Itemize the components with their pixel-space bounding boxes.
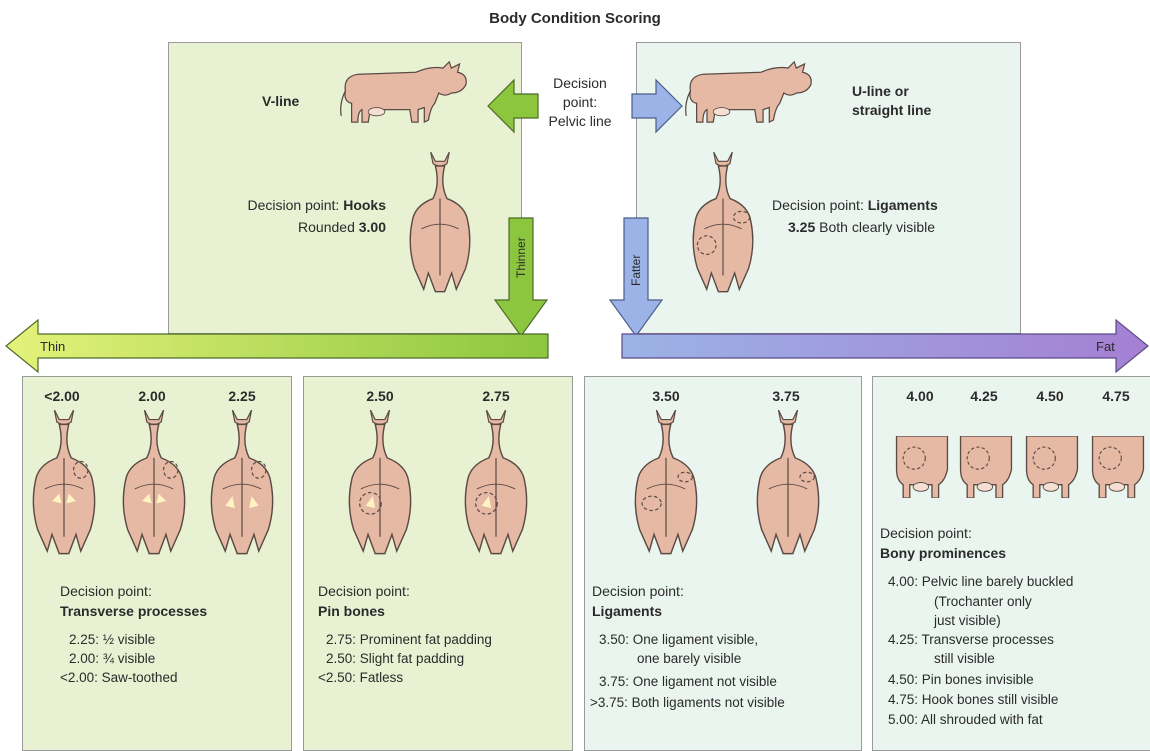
pelvic-line-1: Decision bbox=[530, 74, 630, 93]
decision-point: Bony prominences bbox=[880, 544, 1006, 563]
ligaments-decision-prefix: Decision point: bbox=[772, 197, 868, 213]
blue-right-arrow bbox=[630, 78, 684, 134]
decision-label: Decision point: bbox=[592, 582, 684, 601]
score-label: <2.00 bbox=[32, 388, 92, 404]
hooks-result-bold: 3.00 bbox=[359, 219, 386, 235]
score-label: 3.75 bbox=[756, 388, 816, 404]
list-item: <2.50: Fatless bbox=[318, 668, 403, 687]
score-label: 3.50 bbox=[636, 388, 696, 404]
v-line-label: V-line bbox=[262, 92, 299, 111]
cow-back-figure bbox=[28, 410, 100, 556]
cow-side-right bbox=[680, 48, 815, 138]
list-item: 4.75: Hook bones still visible bbox=[888, 690, 1058, 709]
list-item: 2.00: ¾ visible bbox=[69, 649, 155, 668]
pelvic-decision: Decision point: Pelvic line bbox=[530, 74, 630, 131]
list-item: 3.75: One ligament not visible bbox=[599, 672, 777, 691]
cow-back-figure bbox=[344, 410, 416, 556]
cow-back-figure bbox=[752, 410, 824, 556]
score-label: 2.25 bbox=[212, 388, 272, 404]
decision-label: Decision point: bbox=[318, 582, 410, 601]
score-label: 4.75 bbox=[1086, 388, 1146, 404]
cow-back-ligaments bbox=[688, 152, 758, 294]
hooks-result-text: Rounded bbox=[298, 219, 359, 235]
ligaments-decision: Decision point: Ligaments bbox=[772, 196, 938, 215]
list-item: one barely visible bbox=[637, 649, 741, 668]
hooks-decision-prefix: Decision point: bbox=[247, 197, 343, 213]
ligaments-result-text: Both clearly visible bbox=[815, 219, 935, 235]
hooks-result: Rounded 3.00 bbox=[150, 218, 386, 237]
fatter-label: Fatter bbox=[629, 255, 643, 286]
decision-point: Transverse processes bbox=[60, 602, 207, 621]
cow-back-figure bbox=[206, 410, 278, 556]
cow-back-figure bbox=[118, 410, 190, 556]
ligaments-result: 3.25 Both clearly visible bbox=[788, 218, 935, 237]
ligaments-decision-bold: Ligaments bbox=[868, 197, 938, 213]
pelvic-line-2: point: bbox=[530, 93, 630, 112]
fat-scale-arrow: Fat bbox=[620, 318, 1150, 374]
list-item: 5.00: All shrouded with fat bbox=[888, 710, 1043, 729]
list-item: 2.25: ½ visible bbox=[69, 630, 155, 649]
decision-point: Ligaments bbox=[592, 602, 662, 621]
list-item: >3.75: Both ligaments not visible bbox=[590, 693, 785, 712]
score-label: 4.00 bbox=[890, 388, 950, 404]
u-line-label: U-line or straight line bbox=[852, 82, 931, 120]
thin-scale-arrow: Thin bbox=[4, 318, 552, 374]
list-item: 3.50: One ligament visible, bbox=[599, 630, 758, 649]
score-label: 2.50 bbox=[350, 388, 410, 404]
list-item: 2.75: Prominent fat padding bbox=[326, 630, 492, 649]
decision-label: Decision point: bbox=[60, 582, 152, 601]
u-line-label-2: straight line bbox=[852, 101, 931, 120]
thinner-label: Thinner bbox=[514, 237, 528, 278]
score-label: 4.50 bbox=[1020, 388, 1080, 404]
list-item: 2.50: Slight fat padding bbox=[326, 649, 464, 668]
list-item: just visible) bbox=[934, 611, 1001, 630]
decision-point: Pin bones bbox=[318, 602, 385, 621]
list-item: 4.00: Pelvic line barely buckled bbox=[888, 572, 1073, 591]
pelvic-line-3: Pelvic line bbox=[530, 112, 630, 131]
thin-label: Thin bbox=[40, 339, 65, 354]
cow-rump-figure bbox=[1090, 436, 1146, 498]
fat-label: Fat bbox=[1096, 339, 1115, 354]
list-item: 4.50: Pin bones invisible bbox=[888, 670, 1034, 689]
list-item: 4.25: Transverse processes bbox=[888, 630, 1054, 649]
cow-back-figure bbox=[460, 410, 532, 556]
list-item: <2.00: Saw-toothed bbox=[60, 668, 177, 687]
hooks-decision: Decision point: Hooks bbox=[150, 196, 386, 215]
score-label: 2.75 bbox=[466, 388, 526, 404]
green-left-arrow bbox=[486, 78, 540, 134]
hooks-decision-bold: Hooks bbox=[343, 197, 386, 213]
cow-back-hooks bbox=[405, 152, 475, 294]
score-label: 2.00 bbox=[122, 388, 182, 404]
list-item: (Trochanter only bbox=[934, 592, 1032, 611]
u-line-label-1: U-line or bbox=[852, 82, 931, 101]
cow-rump-figure bbox=[894, 436, 950, 498]
cow-rump-figure bbox=[958, 436, 1014, 498]
score-label: 4.25 bbox=[954, 388, 1014, 404]
page-title: Body Condition Scoring bbox=[0, 10, 1150, 27]
decision-label: Decision point: bbox=[880, 524, 972, 543]
cow-back-figure bbox=[630, 410, 702, 556]
cow-side-left bbox=[335, 48, 470, 138]
cow-rump-figure bbox=[1024, 436, 1080, 498]
ligaments-result-bold: 3.25 bbox=[788, 219, 815, 235]
list-item: still visible bbox=[934, 649, 995, 668]
